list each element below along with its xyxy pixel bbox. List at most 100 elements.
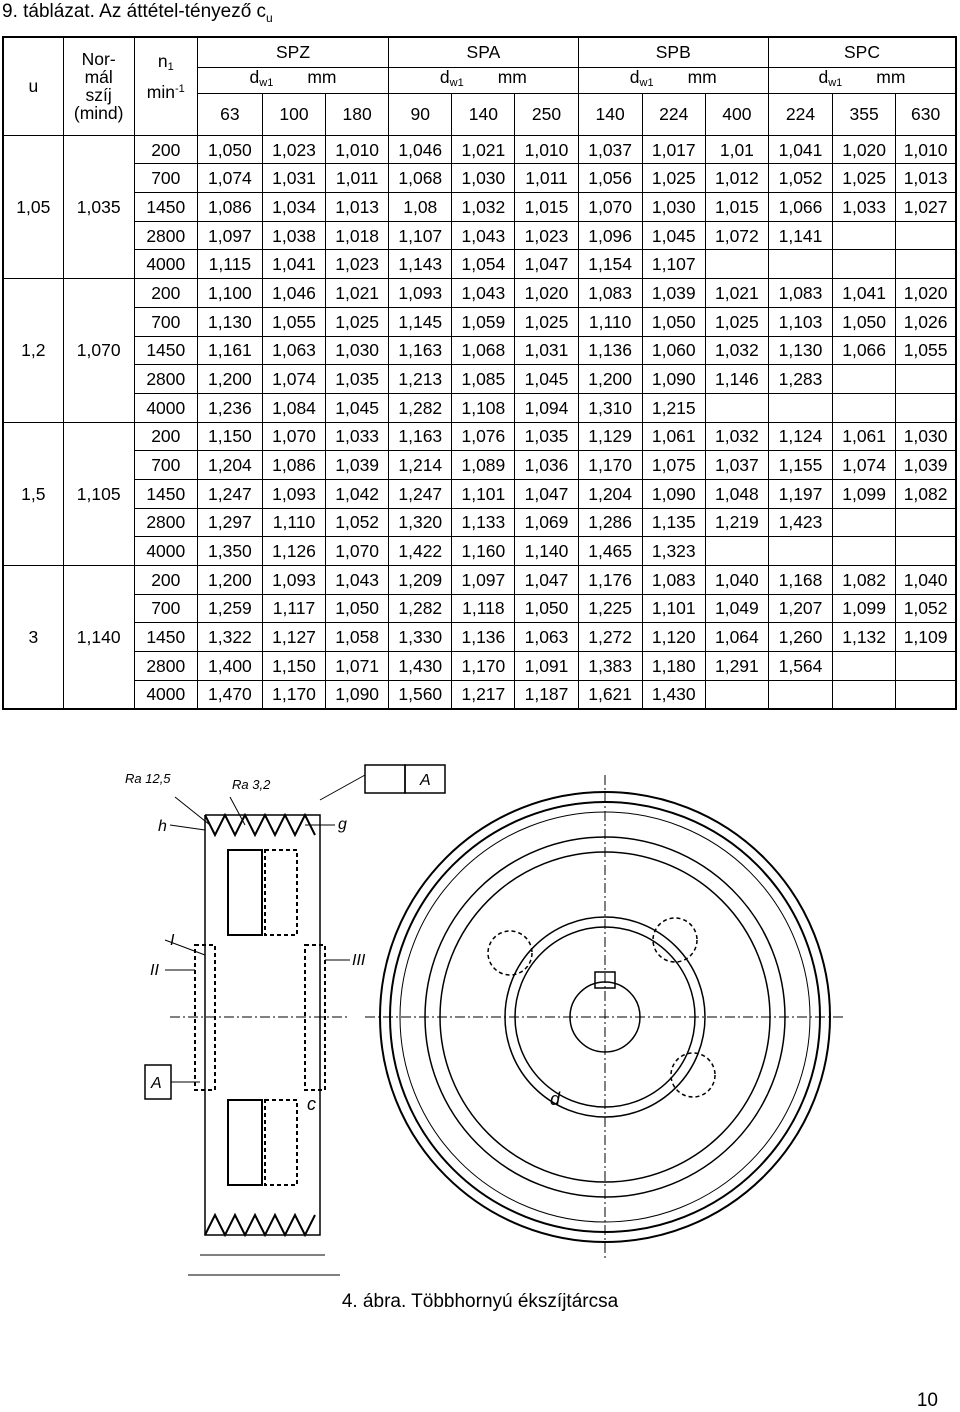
- factor-value: 1,076: [451, 421, 516, 452]
- factor-value: 1,143: [388, 249, 453, 280]
- factor-value: 1,086: [196, 192, 263, 222]
- factor-value: 1,020: [895, 278, 957, 308]
- factor-value: 1,093: [261, 564, 327, 595]
- factor-value: 1,025: [514, 306, 579, 337]
- factor-value: 1,350: [196, 536, 263, 566]
- factor-value: 1,032: [704, 421, 769, 452]
- factor-value: 1,039: [895, 450, 957, 480]
- header-group: SPZ: [196, 36, 390, 68]
- factor-value: 1,01: [704, 134, 769, 165]
- factor-value: 1,100: [196, 278, 263, 308]
- factor-value: 1,030: [895, 421, 957, 452]
- factor-value: 1,041: [832, 278, 897, 308]
- factor-value: 1,075: [641, 450, 706, 480]
- factor-value: 1,023: [325, 249, 390, 280]
- factor-value: 1,033: [832, 192, 897, 222]
- factor-value: 1,041: [767, 134, 834, 165]
- factor-value: 1,108: [451, 392, 516, 423]
- factor-value: 1,564: [767, 650, 834, 681]
- factor-value: 1,020: [514, 278, 579, 308]
- factor-value: 1,160: [451, 536, 516, 566]
- factor-value: 1,068: [388, 163, 453, 194]
- factor-value: 1,041: [261, 249, 327, 280]
- factor-value: 1,010: [325, 134, 390, 165]
- factor-value: 1,025: [325, 306, 390, 337]
- factor-value: 1,040: [895, 564, 957, 595]
- factor-value: 1,200: [577, 364, 643, 394]
- factor-value: 1,058: [325, 622, 390, 652]
- factor-value: [832, 364, 897, 394]
- rpm-value: 1450: [133, 478, 198, 509]
- factor-value: [767, 679, 834, 710]
- factor-value: [832, 220, 897, 251]
- datum-a-label: A: [150, 1075, 162, 1092]
- factor-value: 1,118: [451, 593, 516, 624]
- factor-value: 1,099: [832, 593, 897, 624]
- factor-value: 1,124: [767, 421, 834, 452]
- roughness-label-1: Ra 12,5: [125, 771, 171, 786]
- page-number: 10: [916, 1390, 938, 1411]
- factor-value: 1,150: [196, 421, 263, 452]
- factor-value: 1,034: [261, 192, 327, 222]
- factor-value: 1,046: [388, 134, 453, 165]
- factor-value: [704, 249, 769, 280]
- header-normal-line: Nor-: [81, 49, 116, 70]
- factor-value: 1,110: [261, 507, 327, 538]
- factor-value: 1,015: [704, 192, 769, 222]
- factor-value: 1,071: [325, 650, 390, 681]
- factor-value: 1,136: [451, 622, 516, 652]
- factor-value: 1,061: [641, 421, 706, 452]
- factor-value: 1,054: [451, 249, 516, 280]
- factor-value: 1,08: [388, 192, 453, 222]
- factor-value: 1,040: [704, 564, 769, 595]
- factor-value: 1,155: [767, 450, 834, 480]
- factor-value: 1,013: [895, 163, 957, 194]
- factor-value: 1,039: [325, 450, 390, 480]
- factor-value: 1,423: [767, 507, 834, 538]
- header-diameter: 224: [641, 92, 706, 136]
- factor-value: [895, 249, 957, 280]
- u-value: 1,2: [2, 278, 64, 423]
- factor-value: [832, 650, 897, 681]
- factor-value: 1,200: [196, 564, 263, 595]
- rpm-value: 700: [133, 306, 198, 337]
- factor-value: 1,055: [261, 306, 327, 337]
- factor-value: 1,037: [577, 134, 643, 165]
- factor-value: 1,247: [388, 478, 453, 509]
- factor-value: [767, 392, 834, 423]
- factor-value: 1,030: [325, 335, 390, 366]
- factor-value: 1,115: [196, 249, 263, 280]
- rpm-value: 200: [133, 564, 198, 595]
- factor-value: [895, 650, 957, 681]
- factor-value: 1,107: [388, 220, 453, 251]
- factor-value: 1,047: [514, 478, 579, 509]
- factor-value: 1,050: [514, 593, 579, 624]
- factor-value: 1,430: [388, 650, 453, 681]
- header-group: SPA: [388, 36, 579, 68]
- factor-value: 1,322: [196, 622, 263, 652]
- header-diameter: 63: [196, 92, 263, 136]
- u-value: 3: [2, 564, 64, 710]
- factor-value: [832, 536, 897, 566]
- factor-value: 1,056: [577, 163, 643, 194]
- factor-value: 1,064: [704, 622, 769, 652]
- factor-value: 1,136: [577, 335, 643, 366]
- factor-value: 1,063: [261, 335, 327, 366]
- factor-value: 1,260: [767, 622, 834, 652]
- header-diameter: 355: [832, 92, 897, 136]
- factor-value: [767, 249, 834, 280]
- rpm-value: 200: [133, 421, 198, 452]
- factor-value: 1,470: [196, 679, 263, 710]
- header-normal-line: mál: [84, 67, 113, 88]
- factor-value: 1,035: [325, 364, 390, 394]
- section-i-label: I: [170, 932, 175, 949]
- factor-value: 1,621: [577, 679, 643, 710]
- factor-value: 1,213: [388, 364, 453, 394]
